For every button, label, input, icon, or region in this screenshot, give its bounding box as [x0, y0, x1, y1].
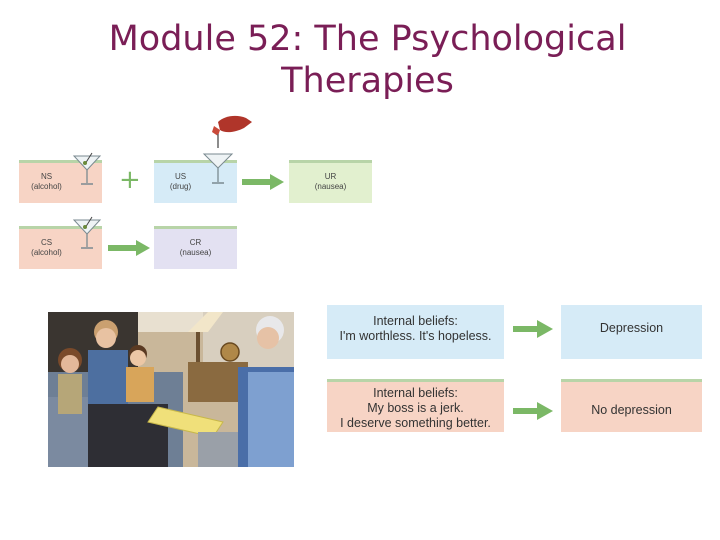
belief-heading: Internal beliefs:	[373, 386, 458, 400]
us-label: US	[174, 172, 187, 181]
ur-desc: (nausea)	[314, 182, 347, 191]
cr-label: CR	[189, 238, 202, 247]
slide-title: Module 52: The Psychological Therapies	[0, 18, 720, 102]
therapy-session-photo	[48, 312, 294, 467]
arrow-right-icon	[108, 240, 150, 256]
outcome-no-depression: No depression	[561, 379, 702, 432]
outcome-label: No depression	[591, 403, 672, 417]
belief-box-positive: Internal beliefs: My boss is a jerk. I d…	[327, 379, 504, 432]
cr-desc: (nausea)	[179, 248, 212, 257]
belief-text: I deserve something better.	[340, 416, 491, 430]
ur-label: UR	[324, 172, 337, 181]
outcome-label: Depression	[599, 321, 664, 335]
plus-sign: +	[119, 165, 141, 195]
us-box: US (drug)	[154, 160, 237, 203]
cs-label: CS	[40, 238, 53, 247]
arrow-right-icon	[513, 402, 553, 420]
martini-with-dropper-icon	[202, 115, 252, 184]
ns-desc: (alcohol)	[31, 182, 62, 191]
ur-box: UR (nausea)	[289, 160, 372, 203]
martini-glass-icon	[72, 216, 102, 249]
martini-glass-icon	[72, 152, 102, 185]
belief-box-negative: Internal beliefs: I'm worthless. It's ho…	[327, 305, 504, 359]
cr-box: CR (nausea)	[154, 226, 237, 269]
cs-desc: (alcohol)	[31, 248, 62, 257]
belief-text: I'm worthless. It's hopeless.	[339, 329, 492, 343]
belief-text: My boss is a jerk.	[367, 401, 464, 415]
belief-heading: Internal beliefs:	[373, 314, 458, 328]
arrow-right-icon	[242, 174, 284, 190]
outcome-depression: Depression	[561, 305, 702, 359]
arrow-right-icon	[513, 320, 553, 338]
title-line-2: Therapies	[281, 61, 454, 101]
title-line-1: Module 52: The Psychological	[108, 19, 627, 59]
ns-label: NS	[40, 172, 53, 181]
us-desc: (drug)	[169, 182, 192, 191]
